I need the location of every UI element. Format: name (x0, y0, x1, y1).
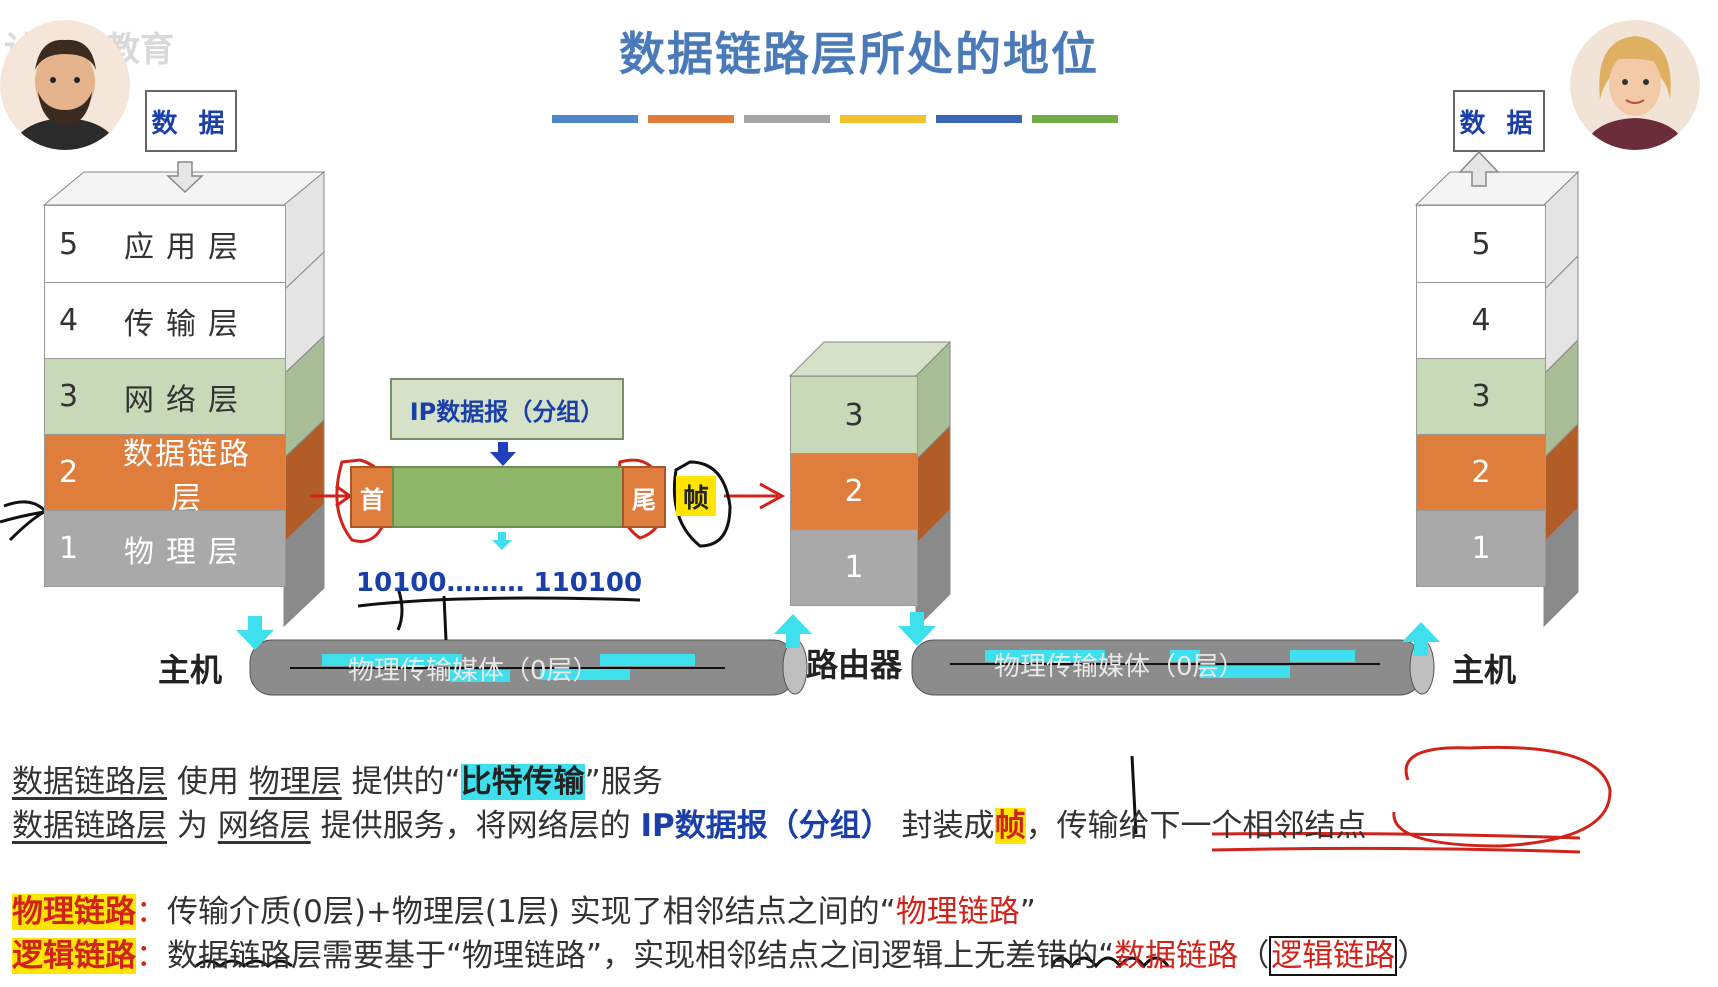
term-physical-layer: 物理层 (248, 764, 342, 800)
layer-name: 应用层 (124, 230, 250, 265)
text-span: ” (1019, 894, 1036, 930)
text-line-4: 逻辑链路：数据链路层需要基于“物理链路”，实现相邻结点之间逻辑上无差错的“数据链… (12, 930, 1429, 976)
down-arrow-icon (490, 442, 516, 466)
color-bar-segment (744, 115, 830, 123)
color-bar-segment (552, 115, 638, 123)
layer-name: 物理层 (124, 534, 250, 570)
teacher-avatar (0, 20, 130, 150)
text-line-2: 数据链路层 为 网络层 提供服务，将网络层的 IP数据报（分组） 封装成帧，传输… (12, 800, 1367, 845)
text-span: 提供的“ (341, 764, 461, 800)
left-host-stack: 5 应用层 4 传输层 3 网络层 2 数据链路层 1 物理层 (44, 205, 286, 587)
text-span: 数据链路层需要基于“物理链路”，实现相邻结点之间逻辑上无差错的“ (167, 938, 1115, 974)
right-host-label: 主机 (1452, 651, 1517, 689)
text-line-3: 物理链路：传输介质(0层)+物理层(1层) 实现了相邻结点之间的“物理链路” (12, 886, 1036, 931)
text-span: ） (1397, 938, 1429, 974)
student-avatar (1570, 20, 1700, 150)
up-arrow-icon (774, 614, 812, 648)
frame-label: 帧 (676, 476, 716, 516)
key-logical-link: 逻辑链路 (12, 938, 136, 974)
text-span: （ (1238, 938, 1270, 974)
router-stack: 3 2 1 (790, 376, 918, 606)
text-span: 传输介质(0层)+物理层(1层) 实现了相邻结点之间的“ (167, 894, 896, 930)
color-bar (552, 115, 1118, 123)
down-arrow-icon (236, 616, 274, 650)
down-arrow-icon (492, 532, 512, 550)
page-title: 数据链路层所处的地位 (619, 27, 1099, 81)
color-bar-segment (840, 115, 926, 123)
ip-packet-box: IP数据报（分组） (390, 378, 624, 440)
frame-payload (392, 466, 624, 528)
text-span: 使用 (167, 764, 249, 800)
right-host-stack: 5 4 3 2 1 (1416, 205, 1546, 587)
down-arrow-icon (898, 612, 936, 646)
layer-physical: 1 物理层 (45, 510, 285, 586)
bit-stream: 10100……… 110100 (356, 568, 643, 598)
term-logical-link: 逻辑链路 (1269, 936, 1398, 976)
term-data-link-layer: 数据链路层 (12, 764, 167, 800)
term-network-layer: 网络层 (217, 808, 311, 844)
right-media-label: 物理传输媒体（0层） (994, 652, 1245, 682)
layer-data-link: 2 数据链路层 (45, 434, 285, 516)
term-physical-link: 物理链路 (895, 894, 1020, 930)
router-layer-3: 3 (791, 377, 917, 453)
layer-number: 3 (59, 379, 79, 414)
layer-application: 5 应用层 (45, 206, 285, 282)
term-bit-transmission: 比特传输 (460, 764, 585, 800)
left-media-label: 物理传输媒体（0层） (348, 656, 599, 686)
layer-name: 传输层 (124, 306, 250, 342)
layer-transport: 4 传输层 (45, 282, 285, 358)
layer-network: 3 网络层 (45, 358, 285, 434)
router-layer-2: 2 (791, 453, 917, 529)
right-data-box: 数 据 (1453, 90, 1545, 152)
term-data-link: 数据链路 (1114, 938, 1239, 974)
right-layer-2: 2 (1417, 434, 1545, 510)
layer-number: 4 (59, 303, 79, 338)
router-label: 路由器 (806, 646, 903, 684)
up-arrow-icon (1402, 622, 1440, 656)
frame-trailer: 尾 (622, 466, 666, 528)
term-frame: 帧 (994, 808, 1026, 844)
right-layer-5: 5 (1417, 206, 1545, 282)
text-span: ： (136, 894, 167, 930)
color-bar-segment (648, 115, 734, 123)
layer-number: 1 (59, 531, 79, 566)
text-span: ： (136, 938, 167, 974)
left-media-cylinder (249, 639, 808, 696)
text-span: ”服务 (584, 764, 663, 800)
text-span: 提供服务，将网络层的 (310, 808, 641, 844)
text-line-1: 数据链路层 使用 物理层 提供的“比特传输”服务 (12, 756, 663, 801)
right-layer-3: 3 (1417, 358, 1545, 434)
layer-number: 5 (59, 226, 79, 262)
term-ip-packet: IP数据报（分组） (640, 808, 892, 844)
text-span: ，传输给下一个相邻结点 (1025, 808, 1367, 844)
key-physical-link: 物理链路 (12, 894, 136, 930)
term-data-link-layer: 数据链路层 (12, 808, 167, 844)
layer-number: 2 (59, 455, 79, 490)
text-span: 为 (167, 808, 218, 844)
layer-name: 网络层 (124, 382, 250, 418)
right-layer-4: 4 (1417, 282, 1545, 358)
right-stack-side-1 (1543, 506, 1579, 628)
left-stack-side-1 (283, 502, 325, 628)
left-host-label: 主机 (158, 651, 223, 689)
frame-header: 首 (350, 466, 394, 528)
left-data-box: 数 据 (145, 90, 237, 152)
router-layer-1: 1 (791, 529, 917, 605)
right-layer-1: 1 (1417, 510, 1545, 586)
layer-name: 数据链路层 (123, 436, 251, 516)
color-bar-segment (1032, 115, 1118, 123)
color-bar-segment (936, 115, 1022, 123)
text-span: 封装成 (891, 808, 995, 844)
